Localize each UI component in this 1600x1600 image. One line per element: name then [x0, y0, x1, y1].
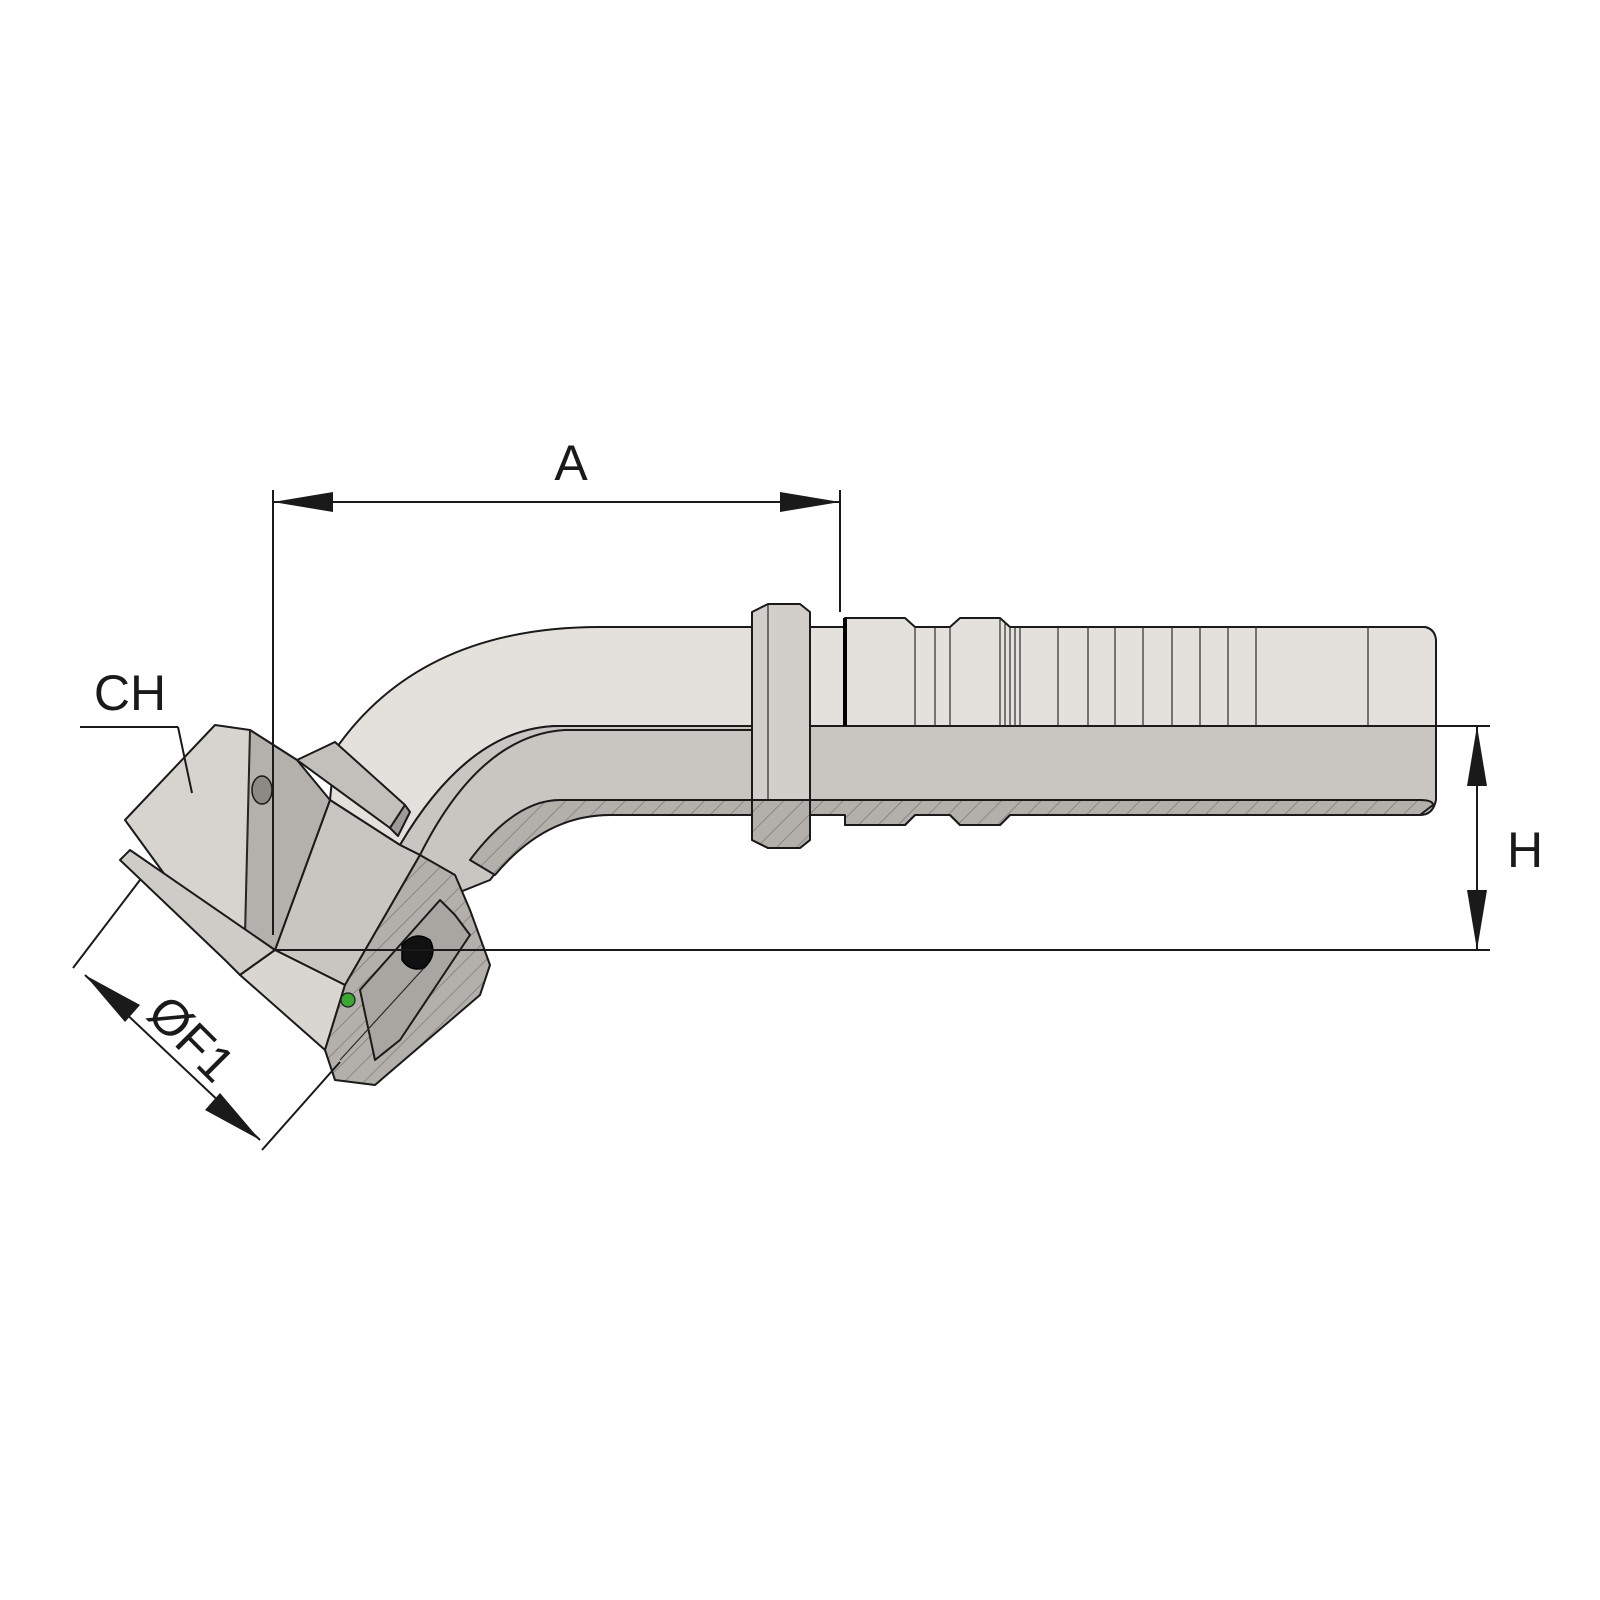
hex-edge: [244, 729, 251, 936]
swivel-nut: [119, 724, 491, 1086]
seal-icon: [401, 935, 434, 970]
dimension-ch-label: CH: [94, 665, 166, 721]
arrow-h-bottom-icon: [1467, 890, 1487, 950]
arrow-f1-bottom-icon: [205, 1093, 260, 1140]
hose-tail-upper: [809, 617, 1437, 727]
dimension-h: H: [273, 725, 1543, 951]
arrow-a-left-icon: [273, 492, 333, 512]
collar-section: [751, 799, 811, 849]
nut-section-inner: [359, 899, 471, 1061]
arrow-a-right-icon: [780, 492, 840, 512]
hose-tail-section: [469, 799, 1434, 876]
fitting-body: [274, 603, 1437, 986]
arrow-h-top-icon: [1467, 726, 1487, 786]
dimension-h-label: H: [1507, 822, 1543, 878]
elbow-washer-face: [389, 804, 411, 837]
o-ring-icon: [340, 992, 356, 1008]
seal-guide: [339, 967, 425, 1061]
arrow-f1-top-icon: [85, 975, 140, 1022]
tail-serrations: [844, 618, 1369, 726]
dimension-a-label: A: [554, 435, 588, 491]
dimension-ch: CH: [80, 665, 193, 794]
nut-hole-icon: [251, 775, 273, 805]
dimension-f1-label: ØF1: [137, 984, 245, 1092]
dimension-a: A: [272, 435, 841, 935]
